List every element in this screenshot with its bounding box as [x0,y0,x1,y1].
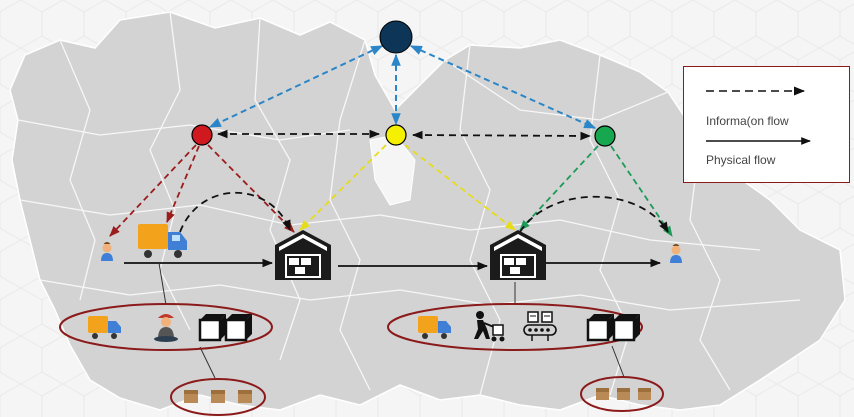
top-node [379,20,413,54]
link-top-green [409,45,597,129]
carton-icon [184,390,252,403]
link-top-red [208,45,384,128]
warehouse-icon [490,230,546,280]
delivery-truck-icon [138,224,187,258]
courier-icon [154,314,178,342]
green-node-links [519,145,673,237]
node-red [191,124,213,146]
yellow-node-links [299,144,516,231]
physical-flow-arrows [124,258,662,271]
hand-truck-worker-icon [474,311,505,342]
legend-information-label: Informa(on flow [706,114,789,128]
customer-icon [670,244,682,263]
link-yellow-green [411,130,592,141]
boxes-icon [198,314,252,342]
boxes-icon [586,314,640,342]
node-yellow [385,124,407,146]
red-node-links [109,144,295,237]
group-connectors [158,262,625,379]
legend-box: Informa(on flow Physical flow [683,66,850,183]
left-carton-group [170,378,266,416]
conveyor-icon [523,311,557,341]
right-stage-group [387,303,643,351]
node-green [594,125,616,147]
carton-icon [596,388,651,400]
warehouse-icon [275,230,331,280]
legend-lines [706,86,811,145]
peer-links [216,129,592,141]
left-stage-group [59,303,273,351]
delivery-truck-icon [88,316,121,339]
delivery-truck-icon [418,316,451,339]
top-node-links [208,45,597,129]
dashed-arcs [179,191,669,233]
legend-physical-label: Physical flow [706,153,776,167]
customer-icon [101,242,113,261]
right-carton-group [580,376,664,412]
